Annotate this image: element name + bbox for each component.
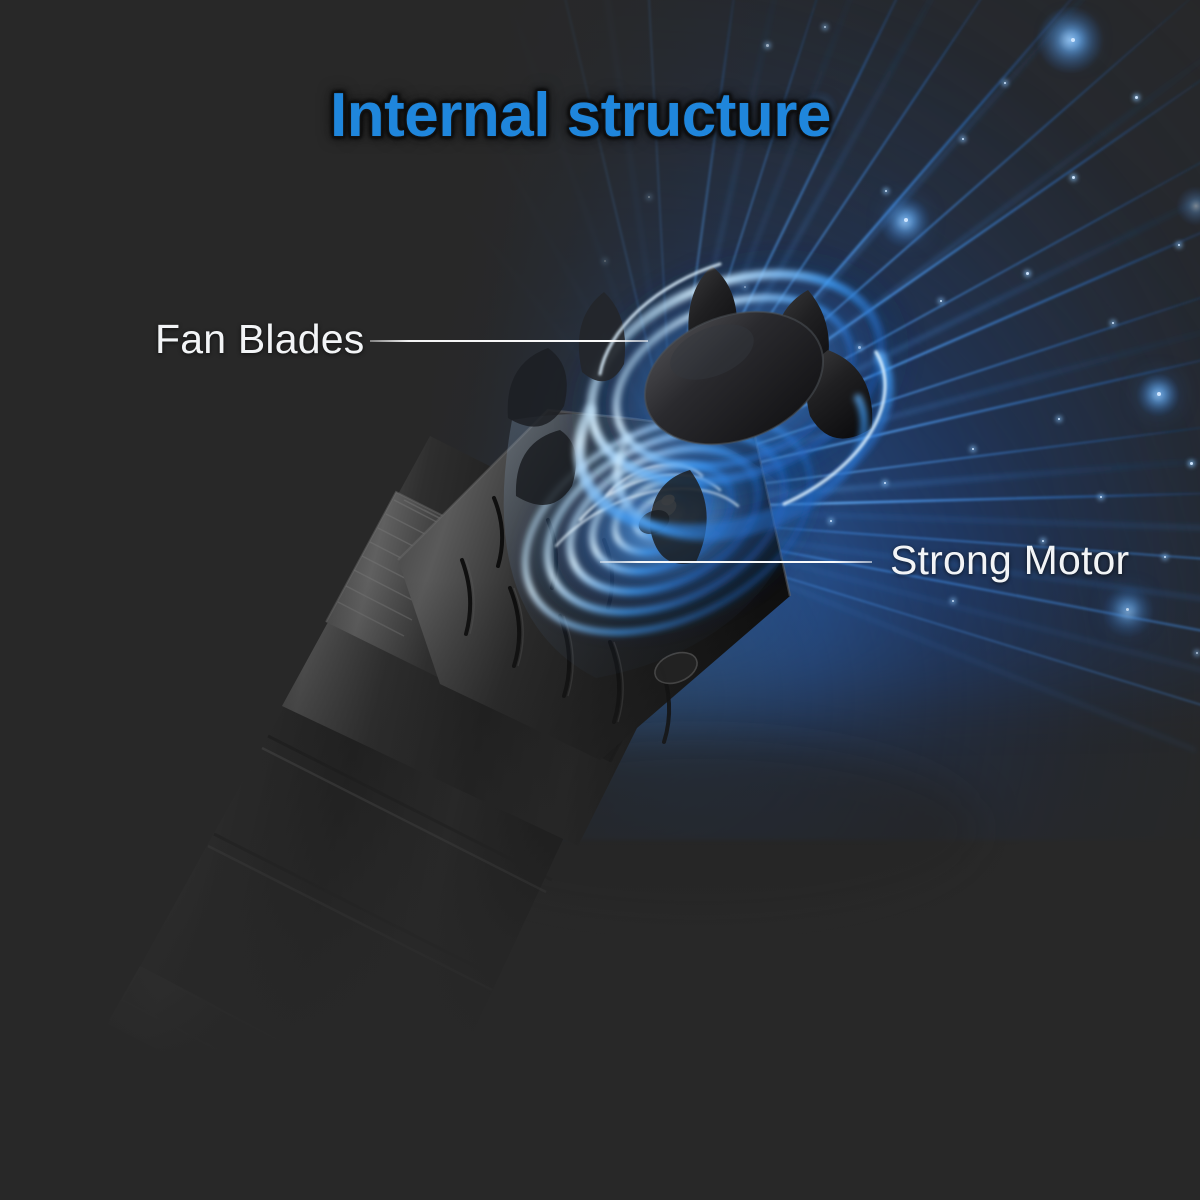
leader-line-fan-blades xyxy=(370,340,648,342)
page-title: Internal structure xyxy=(330,81,831,150)
callout-label-strong-motor: Strong Motor xyxy=(890,537,1130,583)
callout-label-fan-blades: Fan Blades xyxy=(155,316,365,362)
leader-line-strong-motor xyxy=(600,561,872,563)
